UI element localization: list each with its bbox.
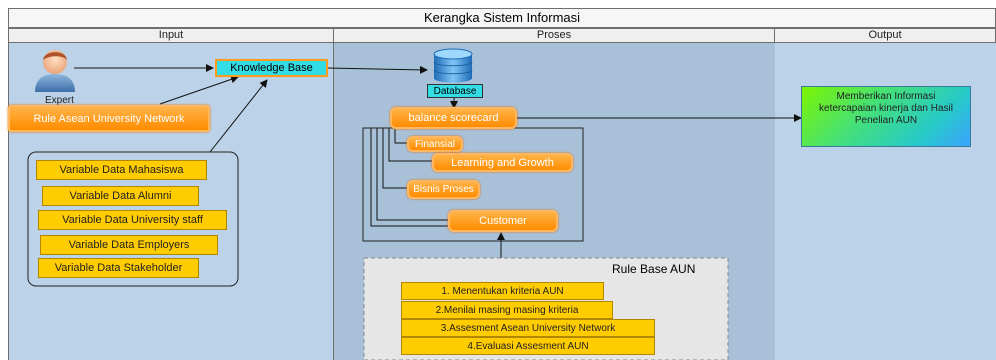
perspective-finansial-box: Finansial	[407, 136, 463, 152]
rule-step-1-box: 1. Menentukan kriteria AUN	[401, 282, 604, 300]
rule-step-2-box: 2.Menilai masing masing kriteria	[401, 301, 613, 319]
expert-label: Expert	[45, 95, 74, 106]
lane-header-input: Input	[8, 28, 334, 43]
output-result-box: Memberikan Informasi ketercapaian kinerj…	[801, 86, 971, 147]
perspective-learning-growth-box: Learning and Growth	[432, 153, 573, 172]
perspective-customer-box: Customer	[448, 210, 558, 232]
knowledge-base-box: Knowledge Base	[215, 59, 328, 77]
database-icon	[433, 48, 473, 83]
output-result-text: Memberikan Informasi ketercapaian kinerj…	[819, 91, 953, 126]
variable-stakeholder-box: Variable Data Stakeholder	[38, 258, 199, 278]
variable-employers-box: Variable Data Employers	[40, 235, 218, 255]
lane-header-proses: Proses	[333, 28, 775, 43]
perspective-bisnis-proses-box: Bisnis Proses	[407, 180, 480, 199]
rule-asean-network-box: Rule Asean University Network	[8, 105, 210, 132]
variable-mahasiswa-box: Variable Data Mahasiswa	[36, 160, 207, 180]
rule-step-3-box: 3.Assesment Asean University Network	[401, 319, 655, 337]
rule-step-4-box: 4.Evaluasi Assesment AUN	[401, 337, 655, 355]
balance-scorecard-box: balance scorecard	[390, 107, 517, 129]
rule-base-title: Rule Base AUN	[612, 262, 696, 276]
expert-person-icon	[35, 50, 75, 92]
variable-staff-box: Variable Data University staff	[38, 210, 227, 230]
variable-alumni-box: Variable Data Alumni	[42, 186, 199, 206]
database-label-box: Database	[427, 84, 483, 98]
diagram-title: Kerangka Sistem Informasi	[8, 8, 996, 28]
